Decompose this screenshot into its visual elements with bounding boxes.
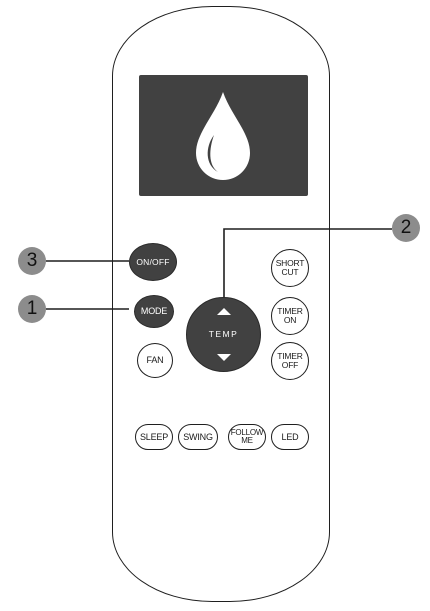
short-cut-button[interactable]: SHORT CUT	[271, 249, 309, 287]
temp-down-icon[interactable]	[217, 354, 231, 361]
follow-me-button[interactable]: FOLLOW ME	[228, 424, 266, 450]
timer-off-button[interactable]: TIMER OFF	[271, 342, 309, 380]
temp-up-icon[interactable]	[217, 308, 231, 315]
water-drop-icon	[196, 92, 250, 180]
display-screen	[139, 75, 308, 196]
mode-button[interactable]: MODE	[134, 295, 174, 328]
callout-2: 2	[392, 214, 420, 242]
sleep-button[interactable]: SLEEP	[135, 424, 173, 450]
temp-button[interactable]: TEMP	[186, 297, 261, 372]
swing-button[interactable]: SWING	[178, 424, 218, 450]
fan-button[interactable]: FAN	[137, 343, 173, 378]
callout-3: 3	[18, 247, 46, 275]
on-off-button[interactable]: ON/OFF	[129, 243, 177, 281]
timer-on-button[interactable]: TIMER ON	[271, 297, 309, 335]
temp-label: TEMP	[208, 329, 239, 339]
callout-1: 1	[18, 295, 46, 323]
led-button[interactable]: LED	[271, 424, 309, 450]
